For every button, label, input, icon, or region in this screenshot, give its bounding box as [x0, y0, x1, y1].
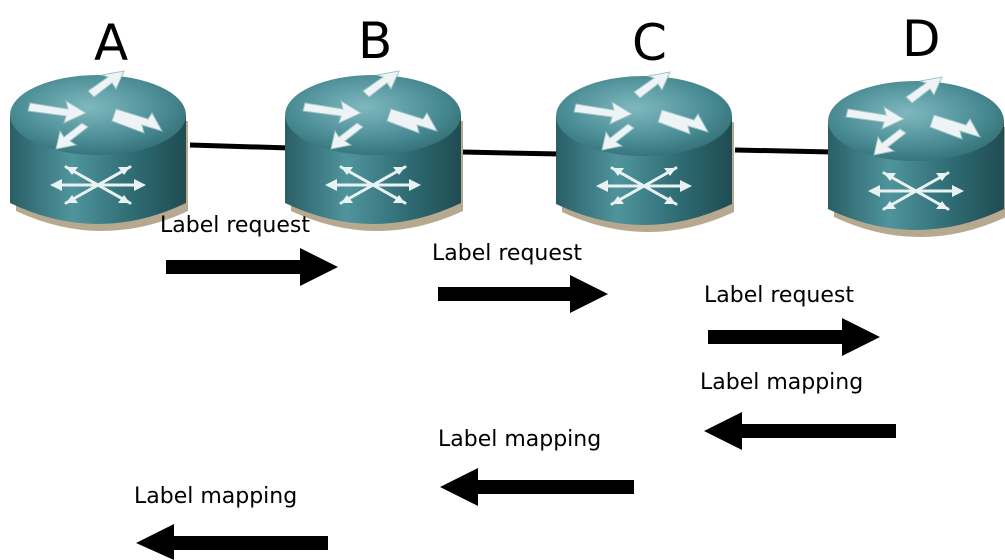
message-label-mapping-cd: Label mapping: [700, 370, 863, 395]
node-label-d: D: [902, 10, 941, 68]
node-label-a: A: [94, 14, 128, 72]
router-b: [283, 69, 465, 233]
arrow-request-cd: [708, 318, 880, 356]
link-b-c: [461, 149, 561, 157]
link-c-d: [734, 147, 833, 155]
router-a: [8, 69, 190, 233]
arrow-request-ab: [166, 248, 338, 286]
node-label-b: B: [358, 12, 392, 70]
arrow-mapping-cd: [704, 412, 896, 450]
message-label-mapping-bc: Label mapping: [438, 427, 601, 452]
node-label-c: C: [632, 14, 667, 72]
message-label-request-bc: Label request: [432, 241, 582, 266]
message-label-mapping-ab: Label mapping: [134, 484, 297, 509]
link-a-b: [189, 142, 291, 151]
arrow-request-bc: [438, 275, 608, 313]
message-label-request-ab: Label request: [160, 213, 310, 238]
router-d: [826, 75, 1005, 239]
router-c: [554, 70, 736, 234]
arrow-mapping-ab: [136, 524, 328, 560]
arrow-mapping-bc: [440, 468, 634, 506]
message-label-request-cd: Label request: [704, 283, 854, 308]
